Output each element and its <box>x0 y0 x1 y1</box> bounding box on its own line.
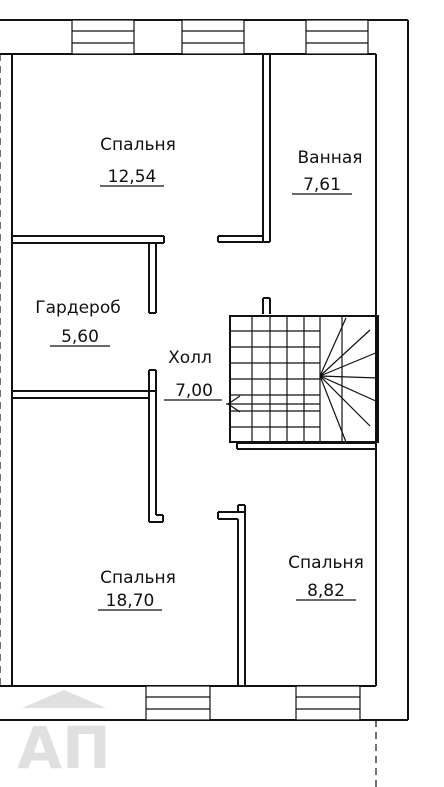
room-label: Гардероб <box>35 298 120 318</box>
window-top-2 <box>181 19 245 55</box>
watermark-logo-text: АП <box>17 714 110 782</box>
room-labels: Спальня 12,54 Ванная 7,61 Гардероб 5,60 … <box>35 135 364 611</box>
room-area: 18,70 <box>106 591 155 611</box>
window-bottom-2 <box>295 685 361 721</box>
window-top-1 <box>71 19 135 55</box>
room-area: 5,60 <box>61 327 99 347</box>
room-bedroom-3: Спальня 8,82 <box>288 553 364 601</box>
room-area: 7,61 <box>303 175 341 195</box>
window-top-3 <box>305 19 369 55</box>
room-label: Спальня <box>100 568 176 588</box>
watermark-logo: АП <box>17 690 111 782</box>
room-hall: Холл 7,00 <box>164 348 222 401</box>
room-label: Спальня <box>100 135 176 155</box>
staircase <box>226 315 379 443</box>
room-label: Ванная <box>298 148 363 168</box>
room-wardrobe: Гардероб 5,60 <box>35 298 120 347</box>
room-area: 8,82 <box>307 581 345 601</box>
room-label: Холл <box>168 348 212 368</box>
room-bathroom: Ванная 7,61 <box>292 148 362 195</box>
room-area: 12,54 <box>108 167 157 187</box>
room-area: 7,00 <box>175 381 213 401</box>
room-bedroom-2: Спальня 18,70 <box>98 568 176 611</box>
room-label: Спальня <box>288 553 364 573</box>
window-bottom-1 <box>145 685 211 721</box>
room-bedroom-1: Спальня 12,54 <box>100 135 176 187</box>
windows <box>71 19 369 721</box>
